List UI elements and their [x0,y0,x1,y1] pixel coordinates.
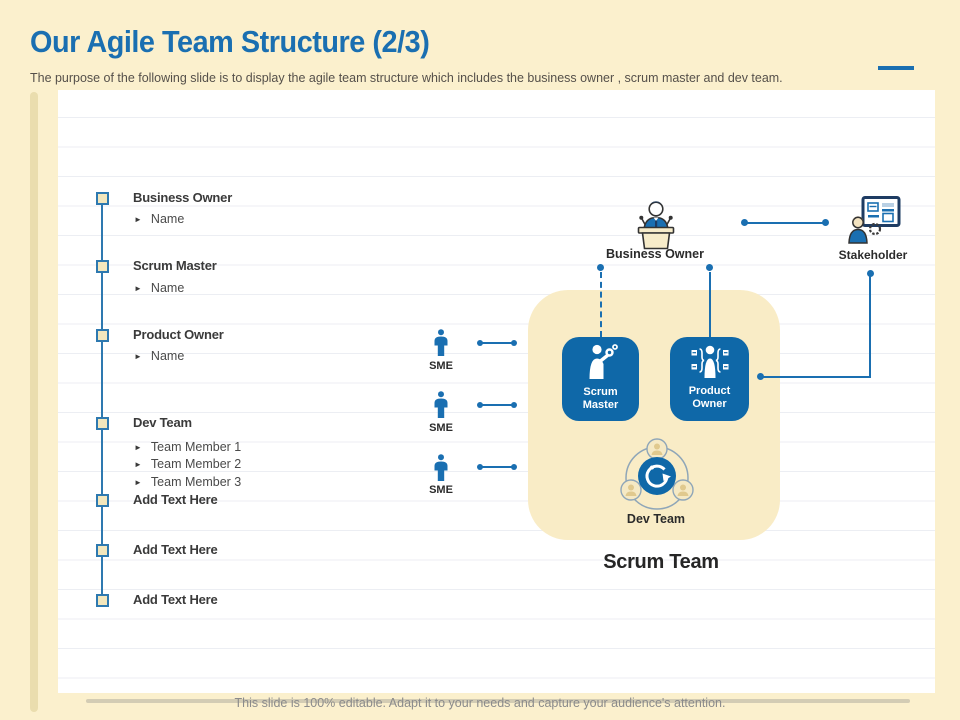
bullet-text: Name [150,212,185,226]
business-owner-icon [633,198,679,255]
list-marker [96,494,109,507]
connector-line [869,274,871,378]
scrum-master-icon [584,343,618,384]
bullet-arrow-icon: ► [134,442,142,452]
footer-note: This slide is 100% editable. Adapt it to… [234,696,726,710]
sme-connector [480,404,514,406]
bullet-arrow-icon: ► [134,351,142,361]
connector-dot [477,340,483,346]
sme-label: SME [429,422,453,434]
list-connector-line [101,198,103,600]
business-owner-label: Business Owner [606,247,704,261]
list-subitem: ► Name [134,281,184,295]
slide-subtitle: The purpose of the following slide is to… [30,70,783,85]
bullet-text: Team Member 2 [150,457,242,471]
list-subitem: ► Team Member 2 [134,457,241,471]
connector-dot [477,402,483,408]
connector-dot [511,340,517,346]
bullet-arrow-icon: ► [134,214,142,224]
list-marker [96,594,109,607]
sme-icon [431,454,451,486]
list-item-scrum-master: Scrum Master [133,258,217,273]
sme-connector [480,342,514,344]
page-title: Our Agile Team Structure (2/3) [30,24,430,59]
list-subitem: ► Team Member 1 [134,440,241,454]
list-marker [96,329,109,342]
list-subitem: ► Name [134,349,184,363]
sme-label: SME [429,484,453,496]
bullet-arrow-icon: ► [134,477,142,487]
list-marker [96,544,109,557]
list-item-dev-team: Dev Team [133,415,192,430]
list-subitem: ► Team Member 3 [134,475,241,489]
stakeholder-icon [847,196,901,249]
bullet-arrow-icon: ► [134,459,142,469]
bullet-arrow-icon: ► [134,283,142,293]
list-marker [96,417,109,430]
left-accent-bar [30,92,38,712]
connector-dot [757,373,764,380]
sme-label: SME [429,360,453,372]
bullet-text: Team Member 1 [150,440,242,454]
connector-dot [597,264,604,271]
connector-dot [867,270,874,277]
connector-dot [741,219,748,226]
sme-icon [431,391,451,423]
list-marker [96,192,109,205]
connector-line [761,376,871,378]
connector-dot [511,464,517,470]
list-marker [96,260,109,273]
sme-connector [480,466,514,468]
dev-team-label: Dev Team [626,512,686,526]
list-subitem: ► Name [134,212,184,226]
panel-shadow [86,699,910,703]
list-item-add-text-2: Add Text Here [133,542,218,557]
connector-dot [477,464,483,470]
list-item-business-owner: Business Owner [133,190,233,205]
dashed-connector [600,272,602,337]
content-panel [58,90,935,693]
connector-dot [706,264,713,271]
list-item-add-text-3: Add Text Here [133,592,218,607]
dev-team-icon [617,436,697,521]
connector-line [745,222,826,224]
connector-dot [511,402,517,408]
list-item-add-text-1: Add Text Here [133,492,218,507]
bullet-text: Name [150,281,185,295]
scrum-team-label: Scrum Team [603,551,719,573]
bullet-text: Team Member 3 [150,475,242,489]
title-accent-dash [878,66,914,70]
connector-line [709,272,711,337]
list-item-product-owner: Product Owner [133,327,224,342]
product-owner-icon [690,344,730,383]
stakeholder-label: Stakeholder [838,248,908,262]
bullet-text: Name [150,349,185,363]
connector-dot [822,219,829,226]
sme-icon [431,329,451,361]
